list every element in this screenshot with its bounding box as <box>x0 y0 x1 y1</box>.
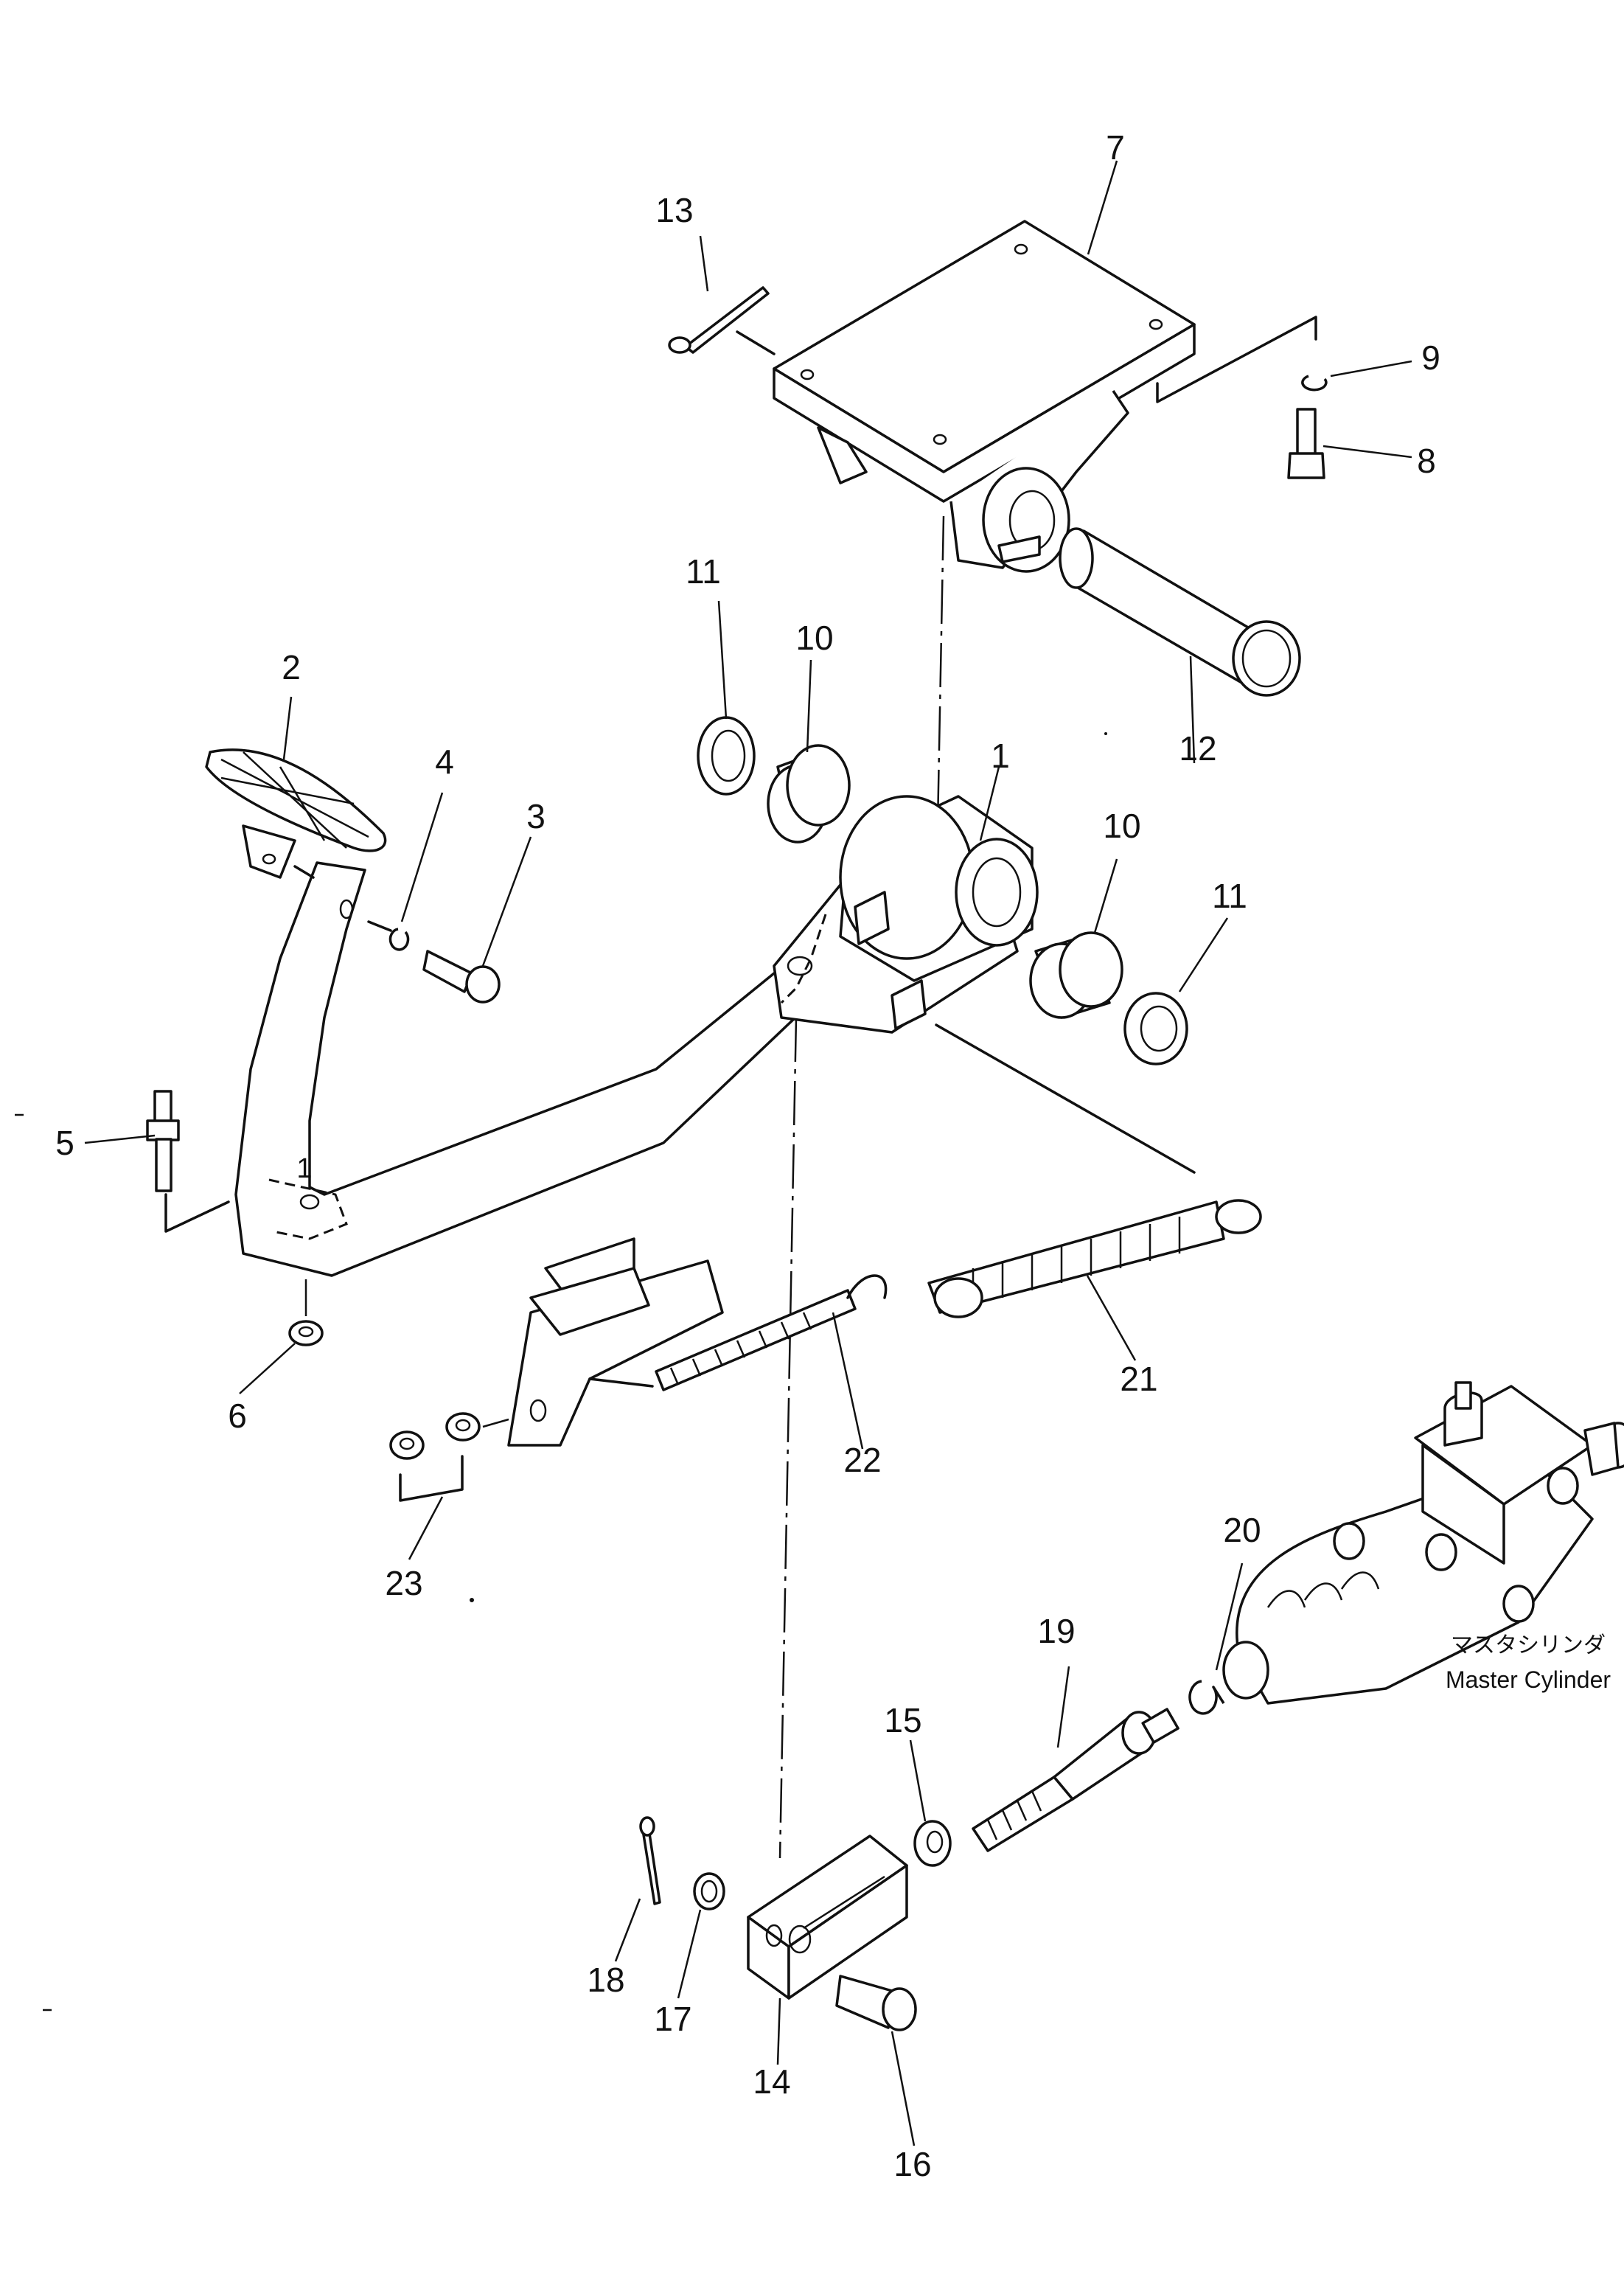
pad-mount-guide <box>293 865 315 879</box>
master-cylinder-label-jp: マスタシリンダ <box>1451 1633 1606 1658</box>
callout-17: 17 <box>654 2000 692 2038</box>
callout-8: 8 <box>1417 442 1436 480</box>
stop-bolt-guide <box>164 1193 230 1233</box>
part-13-cotter-pin <box>668 286 770 354</box>
part-1-pedal-arm <box>234 795 1039 1277</box>
callout-18: 18 <box>587 1961 625 1999</box>
part-23-nuts <box>389 1412 481 1460</box>
part-11-seal-lower <box>1123 992 1188 1065</box>
part-4-washer <box>388 928 410 951</box>
part-7-bracket <box>773 220 1196 573</box>
part-8-bolt <box>1287 408 1325 479</box>
callout-19: 19 <box>1037 1612 1076 1650</box>
callout-11-upper: 11 <box>686 552 721 591</box>
callout-22: 22 <box>843 1441 882 1479</box>
master-cylinder <box>1222 1381 1624 1705</box>
part-21-return-spring <box>927 1023 1262 1318</box>
part-3-bolt <box>422 950 501 1004</box>
callout-21: 21 <box>1120 1360 1158 1398</box>
callout-16: 16 <box>893 2145 932 2183</box>
callout-10-lower: 10 <box>1103 807 1141 845</box>
part-10-bushing-lower <box>1029 931 1123 1019</box>
stop-bracket <box>507 1237 724 1447</box>
bracket-bolt-guide <box>1156 316 1317 403</box>
callout-5: 5 <box>55 1124 74 1162</box>
part-11-seal-upper <box>697 716 756 796</box>
callout-23: 23 <box>385 1564 423 1602</box>
callout-9: 9 <box>1421 338 1440 377</box>
cotter-pin-guide <box>736 330 776 355</box>
callout-15: 15 <box>884 1701 922 1739</box>
callout-20: 20 <box>1223 1511 1261 1549</box>
part-18-cotter-pin <box>639 1816 661 1905</box>
part-15-nut <box>913 1820 952 1867</box>
leader-lines <box>84 160 1412 2146</box>
part-16-clevis-pin <box>835 1975 917 2031</box>
upper-axis-line <box>936 515 945 827</box>
nuts-guide <box>399 1455 464 1502</box>
callout-10-upper: 10 <box>795 619 834 657</box>
callout-3: 3 <box>526 797 546 835</box>
lower-axis-line <box>778 1017 798 1859</box>
callout-7: 7 <box>1106 128 1125 167</box>
part-10-bushing-upper <box>767 744 851 844</box>
callout-14: 14 <box>753 2062 791 2101</box>
scan-specks <box>15 732 1107 2012</box>
part-20-snap-ring <box>1188 1680 1225 1715</box>
callout-13: 13 <box>655 191 694 229</box>
callout-12: 12 <box>1179 729 1217 768</box>
callout-1: 1 <box>991 737 1010 775</box>
callout-4: 4 <box>435 743 454 781</box>
master-cylinder-label-en: Master Cylinder <box>1445 1666 1611 1693</box>
part-5-stop-bolt <box>146 1090 180 1192</box>
part-14-clevis <box>747 1835 908 2000</box>
callout-11-lower: 11 <box>1212 877 1247 915</box>
part-6-nut <box>288 1320 324 1346</box>
part-9-lock-washer <box>1301 375 1328 392</box>
part-12-pivot-shaft <box>1059 527 1301 697</box>
callout-2: 2 <box>282 648 301 686</box>
rod-guide <box>588 1377 654 1388</box>
callout-1-inset: 1 <box>296 1153 313 1184</box>
part-17-washer <box>693 1872 725 1910</box>
nut-bracket-guide <box>482 1418 509 1428</box>
washer-guide <box>367 920 392 932</box>
part-22-adjusting-rod <box>655 1274 888 1391</box>
part-19-push-rod <box>972 1708 1179 1852</box>
part-2-pedal-pad <box>205 748 387 879</box>
callout-6: 6 <box>228 1397 247 1435</box>
